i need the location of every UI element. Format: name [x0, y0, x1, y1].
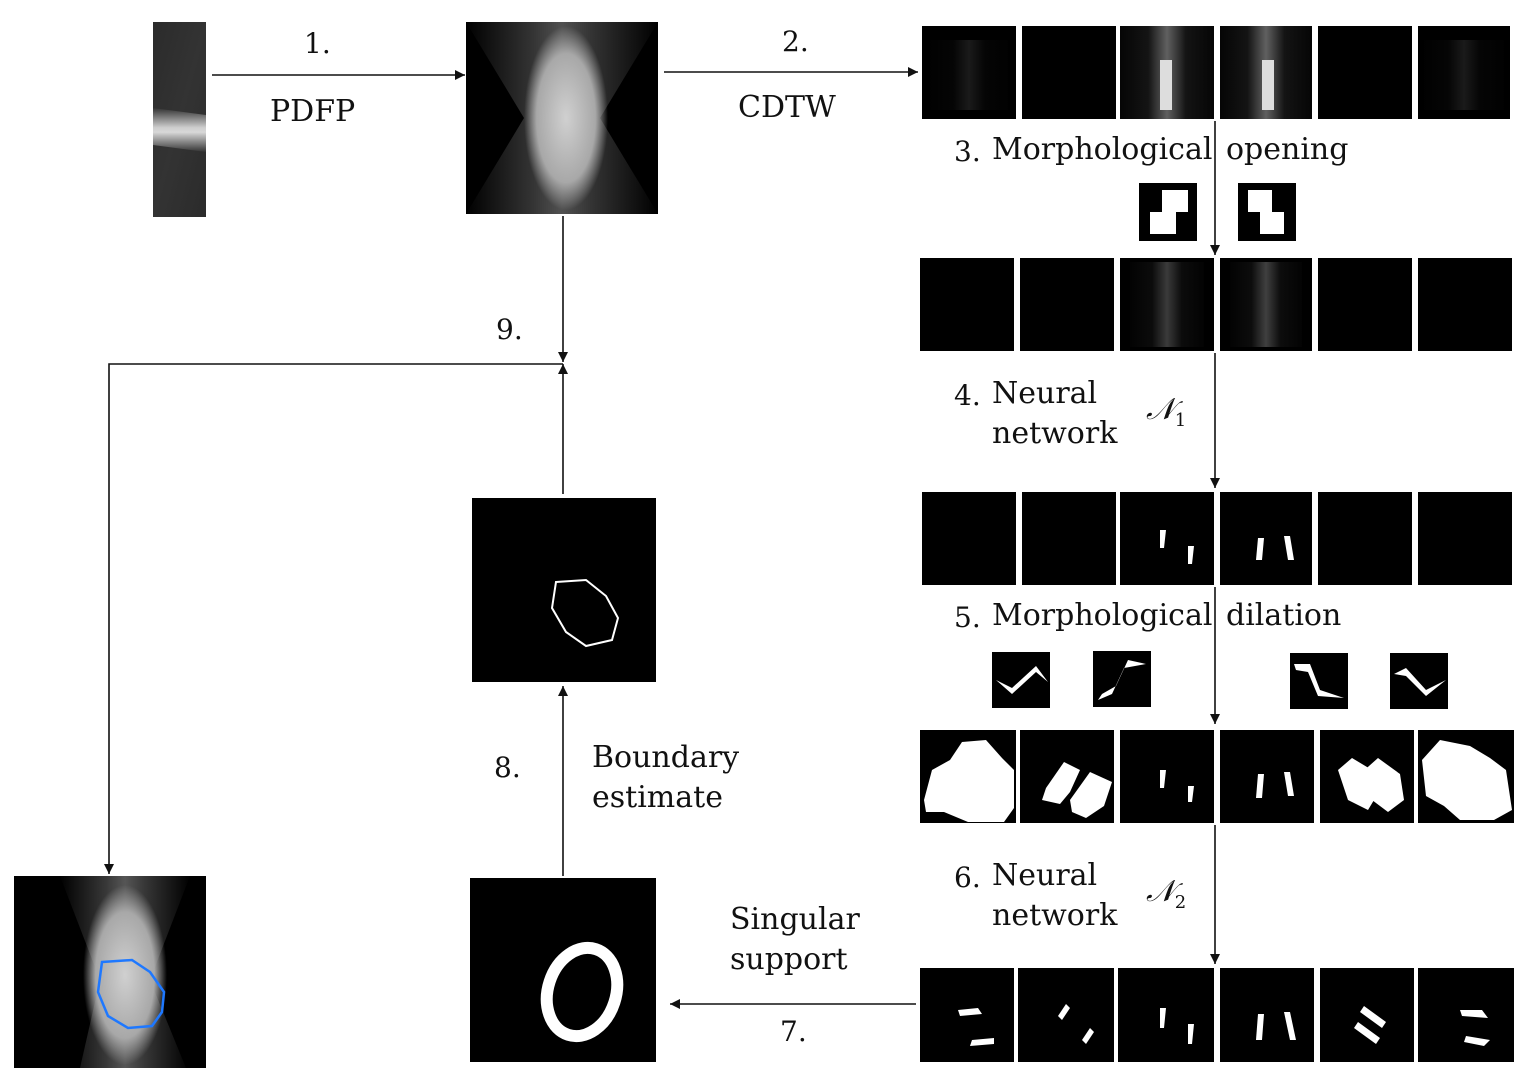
- step-3-label-b: opening: [1226, 132, 1349, 167]
- step-2-label: CDTW: [738, 90, 836, 125]
- reconstruction-image: [466, 22, 658, 214]
- step-8-label-b: estimate: [592, 780, 723, 815]
- result-overlay-image: [14, 876, 206, 1068]
- step-7-label-a: Singular: [730, 902, 860, 937]
- step-9-number: 9.: [496, 313, 523, 346]
- step-5-label-b: dilation: [1226, 598, 1342, 633]
- row-opening-panels: [920, 258, 1512, 351]
- step-4-label-b: network: [992, 416, 1118, 451]
- step-4-number: 4.: [954, 379, 981, 412]
- row-cdtw-panels: [922, 26, 1510, 119]
- step-5-label-a: Morphological: [992, 598, 1213, 633]
- network-n2-symbol: 𝒩2: [1146, 874, 1187, 913]
- step-4-label-a: Neural: [992, 376, 1098, 411]
- singular-support-image: [470, 878, 656, 1062]
- step-1-number: 1.: [304, 27, 331, 60]
- step-8-number: 8.: [494, 751, 521, 784]
- row-n2-panels: [920, 968, 1514, 1062]
- step-2-number: 2.: [782, 25, 809, 58]
- row-n1-panels: [922, 492, 1512, 585]
- network-n1-symbol: 𝒩1: [1146, 392, 1187, 431]
- step-1-label: PDFP: [270, 94, 356, 129]
- step-8-label-a: Boundary: [592, 740, 740, 775]
- input-projection-image: [153, 22, 206, 217]
- step-6-label-a: Neural: [992, 858, 1098, 893]
- step-5-number: 5.: [954, 601, 981, 634]
- step-7-number: 7.: [780, 1015, 807, 1048]
- flow-arrows: [104, 67, 1220, 1009]
- step-6-number: 6.: [954, 861, 981, 894]
- step-6-label-b: network: [992, 898, 1118, 933]
- step-3-number: 3.: [954, 135, 981, 168]
- row-dilation-panels: [920, 730, 1514, 823]
- arrow-step-9: [104, 363, 563, 874]
- step-7-label-b: support: [730, 942, 848, 977]
- boundary-overlay-curve: [96, 958, 166, 1030]
- boundary-estimate-image: [472, 498, 656, 682]
- dilation-structuring-elements: [992, 651, 1448, 709]
- opening-structuring-elements: [1139, 183, 1296, 241]
- step-3-label-a: Morphological: [992, 132, 1213, 167]
